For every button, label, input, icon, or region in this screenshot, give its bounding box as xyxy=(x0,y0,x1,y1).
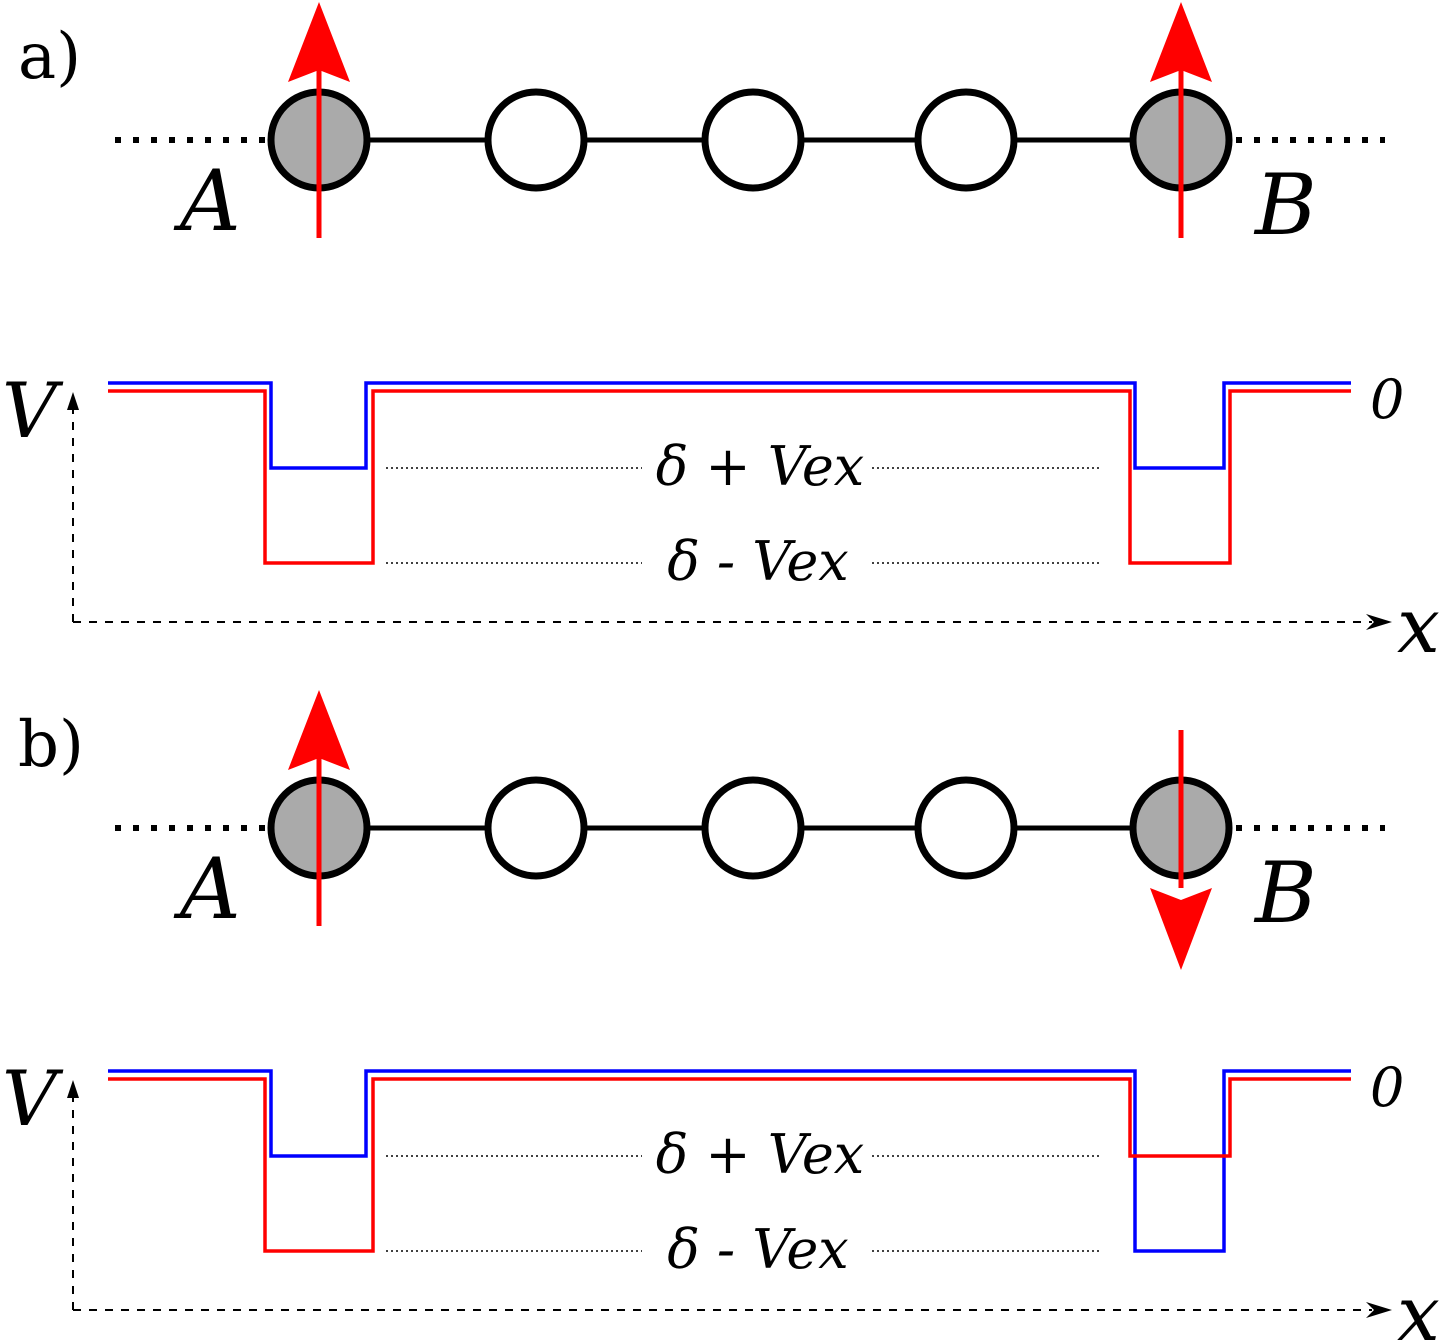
potential-curve-red xyxy=(108,1077,1351,1253)
chain-site xyxy=(914,776,1018,880)
y-axis-label: V xyxy=(2,1054,64,1143)
potential-curve-red xyxy=(108,389,1351,565)
chain-site xyxy=(701,88,805,192)
x-axis-arrow-icon xyxy=(1366,1302,1392,1318)
x-axis-label: x xyxy=(1397,1269,1440,1341)
spin-up-arrow-icon xyxy=(288,690,350,926)
level-label-upper: δ + Vex xyxy=(656,435,865,498)
panel-a: a) A B Vx 0 δ + Vex δ - Vex xyxy=(2,2,1440,670)
potential-profile: Vx 0 δ + Vex δ - Vex xyxy=(2,1054,1440,1341)
v-axis-arrow-icon xyxy=(67,1080,79,1098)
x-axis-label: x xyxy=(1397,581,1440,670)
site-label-a: A xyxy=(173,152,241,250)
potential-profile: Vx 0 δ + Vex δ - Vex xyxy=(2,366,1440,670)
x-axis-arrow-icon xyxy=(1366,614,1392,630)
y-axis-label: V xyxy=(2,366,64,455)
chain-site xyxy=(701,776,805,880)
spin-up-arrow-icon xyxy=(288,2,350,238)
site-label-b: B xyxy=(1253,156,1317,254)
level-label-upper: δ + Vex xyxy=(656,1123,865,1186)
chain-site xyxy=(484,776,588,880)
spin-up-arrow-icon xyxy=(1150,2,1212,238)
spin-down-arrow-icon xyxy=(1150,730,1212,970)
zero-label: 0 xyxy=(1370,1056,1404,1119)
site-label-b: B xyxy=(1253,844,1317,942)
potential-curve-blue xyxy=(108,381,1351,470)
site-label-a: A xyxy=(173,840,241,938)
zero-label: 0 xyxy=(1370,368,1404,431)
level-label-lower: δ - Vex xyxy=(667,530,849,593)
panel-label: b) xyxy=(18,708,84,782)
level-label-lower: δ - Vex xyxy=(667,1218,849,1281)
v-axis-arrow-icon xyxy=(67,392,79,410)
panel-b: b) A B Vx 0 δ + Vex δ - Vex xyxy=(2,690,1440,1341)
chain-site xyxy=(914,88,1018,192)
chain-site xyxy=(484,88,588,192)
potential-curve-blue xyxy=(108,1069,1351,1253)
panel-label: a) xyxy=(18,20,81,94)
